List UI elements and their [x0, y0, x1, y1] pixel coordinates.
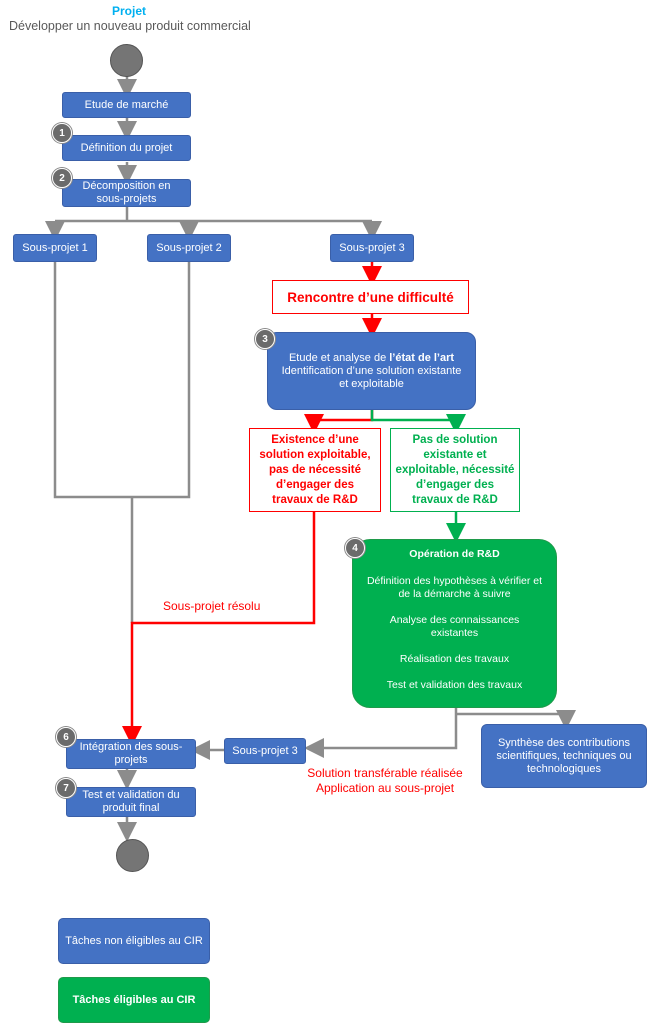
step-badge-4: 4 [345, 538, 365, 558]
etat-art-bold: l’état de l’art [389, 351, 455, 364]
solution-transferable-line-1: Solution transférable réalisée [307, 766, 463, 780]
sous-projet-3-result-box: Sous-projet 3 [224, 738, 306, 764]
step-badge-2: 2 [52, 168, 72, 188]
sous-projet-resolu-label: Sous-projet résolu [163, 599, 261, 613]
decomposition-box: Décomposition en sous-projets [62, 179, 191, 207]
sous-projet-3-box: Sous-projet 3 [330, 234, 414, 262]
step-badge-7: 7 [56, 778, 76, 798]
project-title: Développer un nouveau produit commercial [9, 19, 251, 33]
step-badge-1: 1 [52, 123, 72, 143]
step-badge-6: 6 [56, 727, 76, 747]
rd-item-realisation: Réalisation des travaux [399, 653, 510, 665]
test-validation-box: Test et validation du produit final [66, 787, 196, 817]
solution-transferable-line-2: Application au sous-projet [315, 781, 455, 795]
rd-item-hypotheses: Définition des hypothèses à vérifier et … [366, 575, 543, 600]
difficulte-box: Rencontre d’une difficulté [272, 280, 469, 314]
integration-box: Intégration des sous-projets [66, 739, 196, 769]
project-label: Projet [112, 4, 147, 18]
definition-projet-box: Définition du projet [62, 135, 191, 161]
legend-non-eligible: Tâches non éligibles au CIR [58, 918, 210, 964]
legend-eligible: Tâches éligibles au CIR [58, 977, 210, 1023]
sous-projet-2-box: Sous-projet 2 [147, 234, 231, 262]
pas-de-solution-box: Pas de solution existante et exploitable… [390, 428, 520, 512]
sous-projet-1-box: Sous-projet 1 [13, 234, 97, 262]
rd-item-analyse: Analyse des connaissances existantes [389, 614, 520, 639]
existence-solution-box: Existence d’une solution exploitable, pa… [249, 428, 381, 512]
operation-rd-box: Opération de R&D Définition des hypothès… [352, 539, 557, 708]
etat-art-line-2: Identification d’une solution existante … [281, 364, 462, 390]
solution-transferable-label: Solution transférable réalisée Applicati… [300, 766, 470, 796]
etat-art-line-1: Etude et analyse de l’état de l’art [289, 352, 454, 365]
synthese-box: Synthèse des contributions scientifiques… [481, 724, 647, 788]
end-node [116, 839, 149, 872]
step-badge-3: 3 [255, 329, 275, 349]
etat-art-box: Etude et analyse de l’état de l’art Iden… [267, 332, 476, 410]
start-node [110, 44, 143, 77]
operation-rd-title: Opération de R&D [409, 548, 500, 560]
etude-de-marche-box: Etude de marché [62, 92, 191, 118]
rd-item-test: Test et validation des travaux [386, 679, 523, 691]
etat-art-prefix: Etude et analyse de [288, 351, 390, 364]
